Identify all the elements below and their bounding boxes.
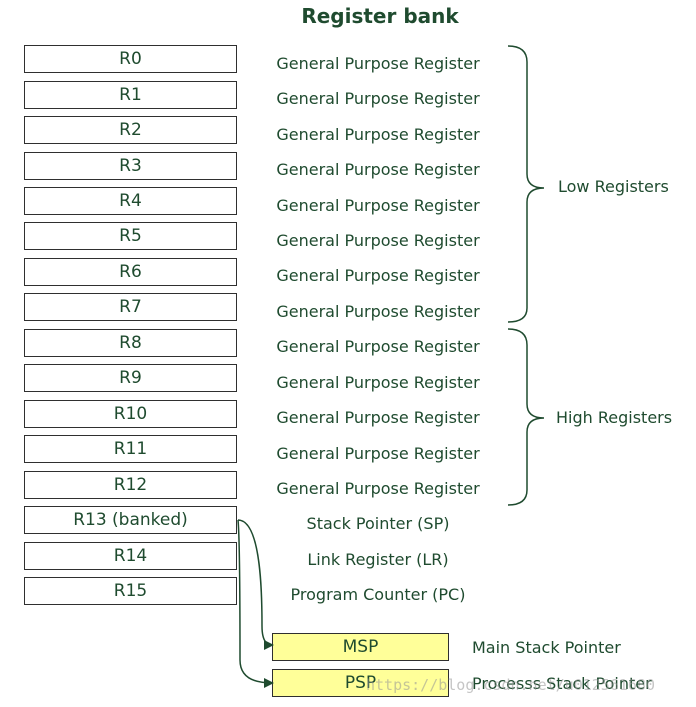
reg-desc: Link Register (LR) [307, 549, 449, 569]
reg-box: R15 [24, 577, 237, 605]
reg-name: R8 [119, 333, 142, 353]
reg-box: R11 [24, 435, 237, 463]
reg-desc: General Purpose Register [276, 443, 480, 463]
reg-name: R15 [113, 581, 148, 601]
reg-desc: General Purpose Register [276, 407, 480, 427]
psp-desc: Processs Stack Pointer [472, 673, 652, 693]
reg-box: R4 [24, 187, 237, 215]
low-registers-label: Low Registers [558, 177, 669, 196]
reg-box: R0 [24, 45, 237, 73]
reg-box: R6 [24, 258, 237, 286]
psp-label: PSP [344, 673, 377, 693]
arrow-to-msp [237, 519, 274, 650]
reg-desc: General Purpose Register [276, 195, 480, 215]
reg-desc: Stack Pointer (SP) [306, 513, 450, 533]
arrow-to-psp [237, 519, 274, 688]
reg-box: R13 (banked) [24, 506, 237, 534]
reg-name: R13 (banked) [73, 510, 188, 530]
reg-desc: General Purpose Register [276, 372, 480, 392]
reg-name: R12 [113, 475, 148, 495]
reg-name: R9 [119, 368, 142, 388]
low-registers-brace [507, 45, 545, 323]
reg-box: R1 [24, 81, 237, 109]
reg-box: R7 [24, 293, 237, 321]
reg-desc: General Purpose Register [276, 301, 480, 321]
msp-box: MSP [272, 633, 449, 661]
reg-box: R8 [24, 329, 237, 357]
reg-box: R5 [24, 222, 237, 250]
reg-name: R11 [113, 439, 148, 459]
reg-box: R2 [24, 116, 237, 144]
msp-desc: Main Stack Pointer [472, 637, 621, 657]
reg-box: R14 [24, 542, 237, 570]
reg-name: R2 [119, 120, 142, 140]
reg-desc: General Purpose Register [276, 88, 480, 108]
reg-desc: General Purpose Register [276, 230, 480, 250]
reg-desc: General Purpose Register [276, 478, 480, 498]
reg-box: R3 [24, 152, 237, 180]
reg-name: R10 [113, 404, 148, 424]
reg-name: R0 [119, 49, 142, 69]
high-registers-brace [507, 328, 545, 506]
high-registers-label: High Registers [556, 408, 673, 427]
reg-desc: General Purpose Register [276, 265, 480, 285]
reg-name: R14 [113, 546, 148, 566]
reg-box: R9 [24, 364, 237, 392]
reg-name: R3 [119, 156, 142, 176]
reg-name: R6 [119, 262, 142, 282]
reg-name: R5 [119, 226, 142, 246]
reg-desc: General Purpose Register [276, 336, 480, 356]
reg-desc: General Purpose Register [276, 53, 480, 73]
diagram-title: Register bank [301, 4, 459, 28]
reg-name: R7 [119, 297, 142, 317]
reg-box: R10 [24, 400, 237, 428]
reg-name: R1 [119, 85, 142, 105]
reg-box: R12 [24, 471, 237, 499]
reg-name: R4 [119, 191, 142, 211]
watermark: https://blog.csdn.net/u012561680 [366, 676, 655, 694]
reg-desc: Program Counter (PC) [290, 584, 466, 604]
reg-desc: General Purpose Register [276, 124, 480, 144]
reg-desc: General Purpose Register [276, 159, 480, 179]
msp-label: MSP [342, 637, 379, 657]
